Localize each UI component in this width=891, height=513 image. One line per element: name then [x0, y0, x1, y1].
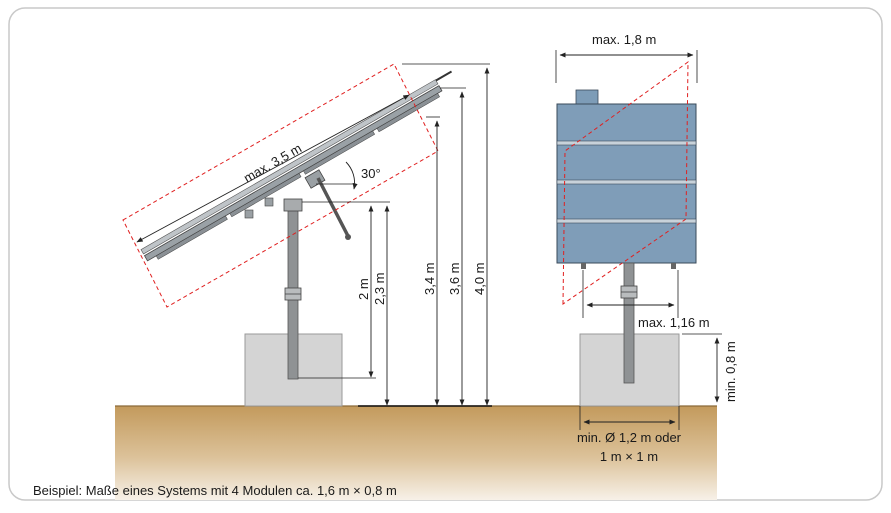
- base-label-line1: min. Ø 1,2 m oder: [577, 430, 682, 445]
- right-dashed-envelope: [562, 61, 689, 305]
- width-label: max. 1,8 m: [592, 32, 656, 47]
- base-label-line2: 1 m × 1 m: [600, 449, 658, 464]
- length-dimension: [136, 94, 410, 243]
- spread-label: max. 1,16 m: [638, 315, 710, 330]
- front-panel: [556, 103, 697, 269]
- dim-34m-label: 3,4 m: [422, 262, 437, 295]
- left-pole-head: [283, 198, 303, 212]
- angle-arc: [345, 161, 358, 190]
- dim-2m-label: 2 m: [356, 278, 371, 300]
- dim-23m-label: 2,3 m: [372, 272, 387, 305]
- right-pole: [623, 262, 635, 384]
- dim-40m-label: 4,0 m: [472, 262, 487, 295]
- caption: Beispiel: Maße eines Systems mit 4 Modul…: [33, 483, 397, 498]
- angle-label: 30°: [361, 166, 381, 181]
- dim-36m-label: 3,6 m: [447, 262, 462, 295]
- junction-box: [575, 89, 599, 105]
- depth-label: min. 0,8 m: [723, 341, 738, 402]
